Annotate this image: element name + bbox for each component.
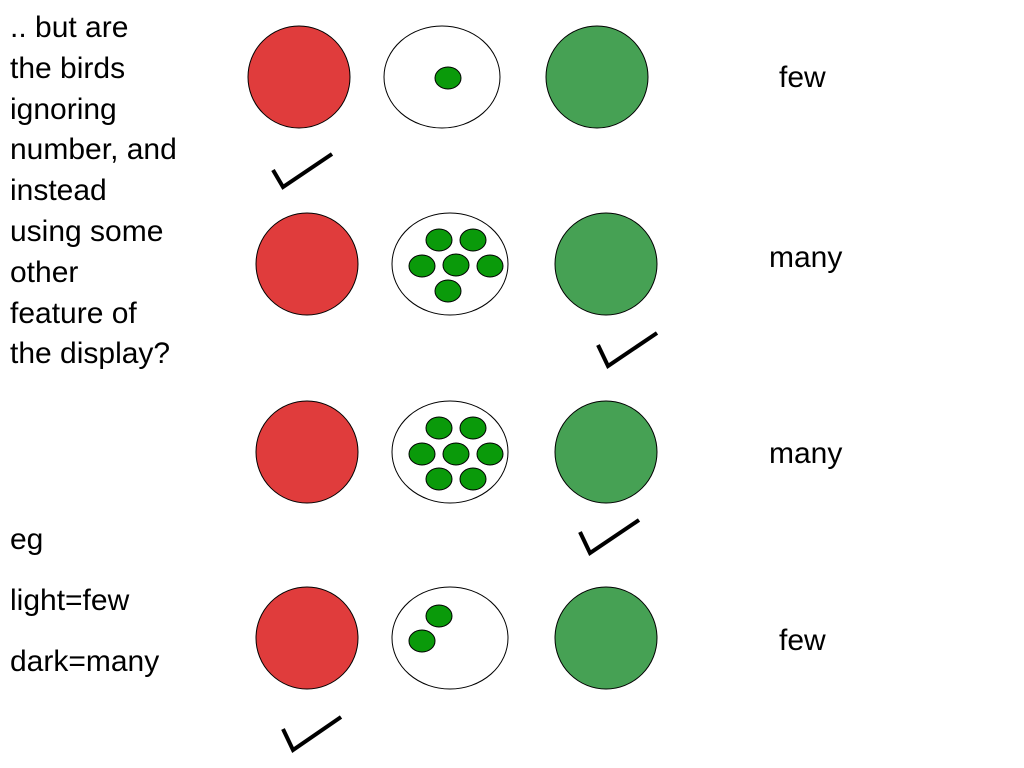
trial-3-dot [408,442,436,466]
trial-2-dot [434,279,462,303]
trial-3-dot [425,467,453,491]
question-text: .. but are the birds ignoring number, an… [10,11,177,371]
trial-4-dot [425,604,453,628]
trial-3-dot [459,467,487,491]
trial-2-dot [442,253,470,277]
trial-2-label: many [769,241,843,274]
trial-2-dot [408,254,436,278]
example-dark-many: dark=many [10,645,160,678]
trial-3-dot [442,442,470,466]
trial-1-green-disc [545,25,649,129]
trial-2-dot [459,228,487,252]
trial-3-red-disc [255,400,359,504]
trial-2-dot [476,254,504,278]
trial-3-green-disc [554,400,658,504]
example-heading: eg [10,523,44,556]
trial-2-green-disc [554,212,658,316]
trial-1-red-disc [247,25,351,129]
example-light-few: light=few [10,584,130,617]
trial-2-red-disc [255,212,359,316]
trial-3-dot [459,416,487,440]
trial-3-dot [425,416,453,440]
trial-4-checkmark-icon [281,715,343,753]
trial-1-label: few [779,61,826,94]
trial-2-checkmark-icon [596,331,659,369]
trial-3-label: many [769,437,843,470]
trial-4-red-disc [255,586,359,690]
trial-1-dot [434,66,462,90]
trial-4-dot [408,629,436,653]
trial-4-sample-disc [391,586,509,690]
trial-4-label: few [779,624,826,657]
trial-2-dot [425,228,453,252]
trial-3-checkmark-icon [578,518,641,556]
trial-1-checkmark-icon [271,152,334,190]
trial-4-green-disc [554,586,658,690]
trial-3-dot [476,442,504,466]
